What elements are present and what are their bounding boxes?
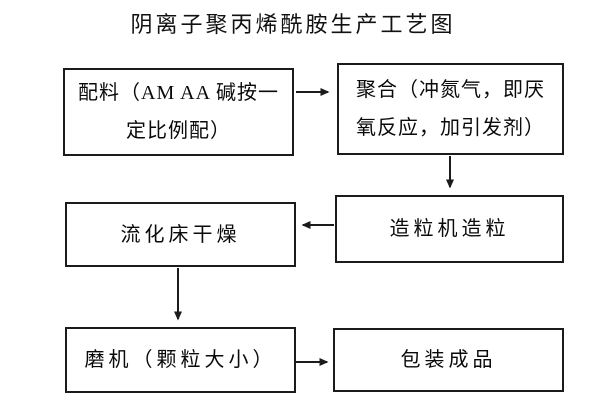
- node-granulation-label: 造粒机造粒: [389, 218, 510, 240]
- node-fluidized-bed-drying: 流化床干燥: [65, 202, 296, 267]
- node-batching-line-2: 定比例配）: [126, 120, 231, 142]
- node-polymerization: 聚合（冲氮气，即厌 氧反应，加引发剂）: [337, 63, 564, 155]
- node-batching-line-1: 配料（AM AA 碱按一: [78, 82, 279, 104]
- node-drying-label: 流化床干燥: [120, 223, 241, 246]
- diagram-title: 阴离子聚丙烯酰胺生产工艺图: [130, 12, 456, 37]
- node-milling-label: 磨机（颗粒大小）: [84, 349, 277, 371]
- node-packaging: 包装成品: [333, 328, 564, 392]
- node-batching: 配料（AM AA 碱按一 定比例配）: [63, 68, 294, 156]
- node-granulation: 造粒机造粒: [335, 195, 564, 263]
- node-milling: 磨机（颗粒大小）: [65, 327, 296, 393]
- node-packaging-label: 包装成品: [400, 349, 497, 371]
- node-polymerization-line-1: 聚合（冲氮气，即厌: [356, 79, 545, 101]
- node-polymerization-line-2: 氧反应，加引发剂）: [356, 117, 545, 139]
